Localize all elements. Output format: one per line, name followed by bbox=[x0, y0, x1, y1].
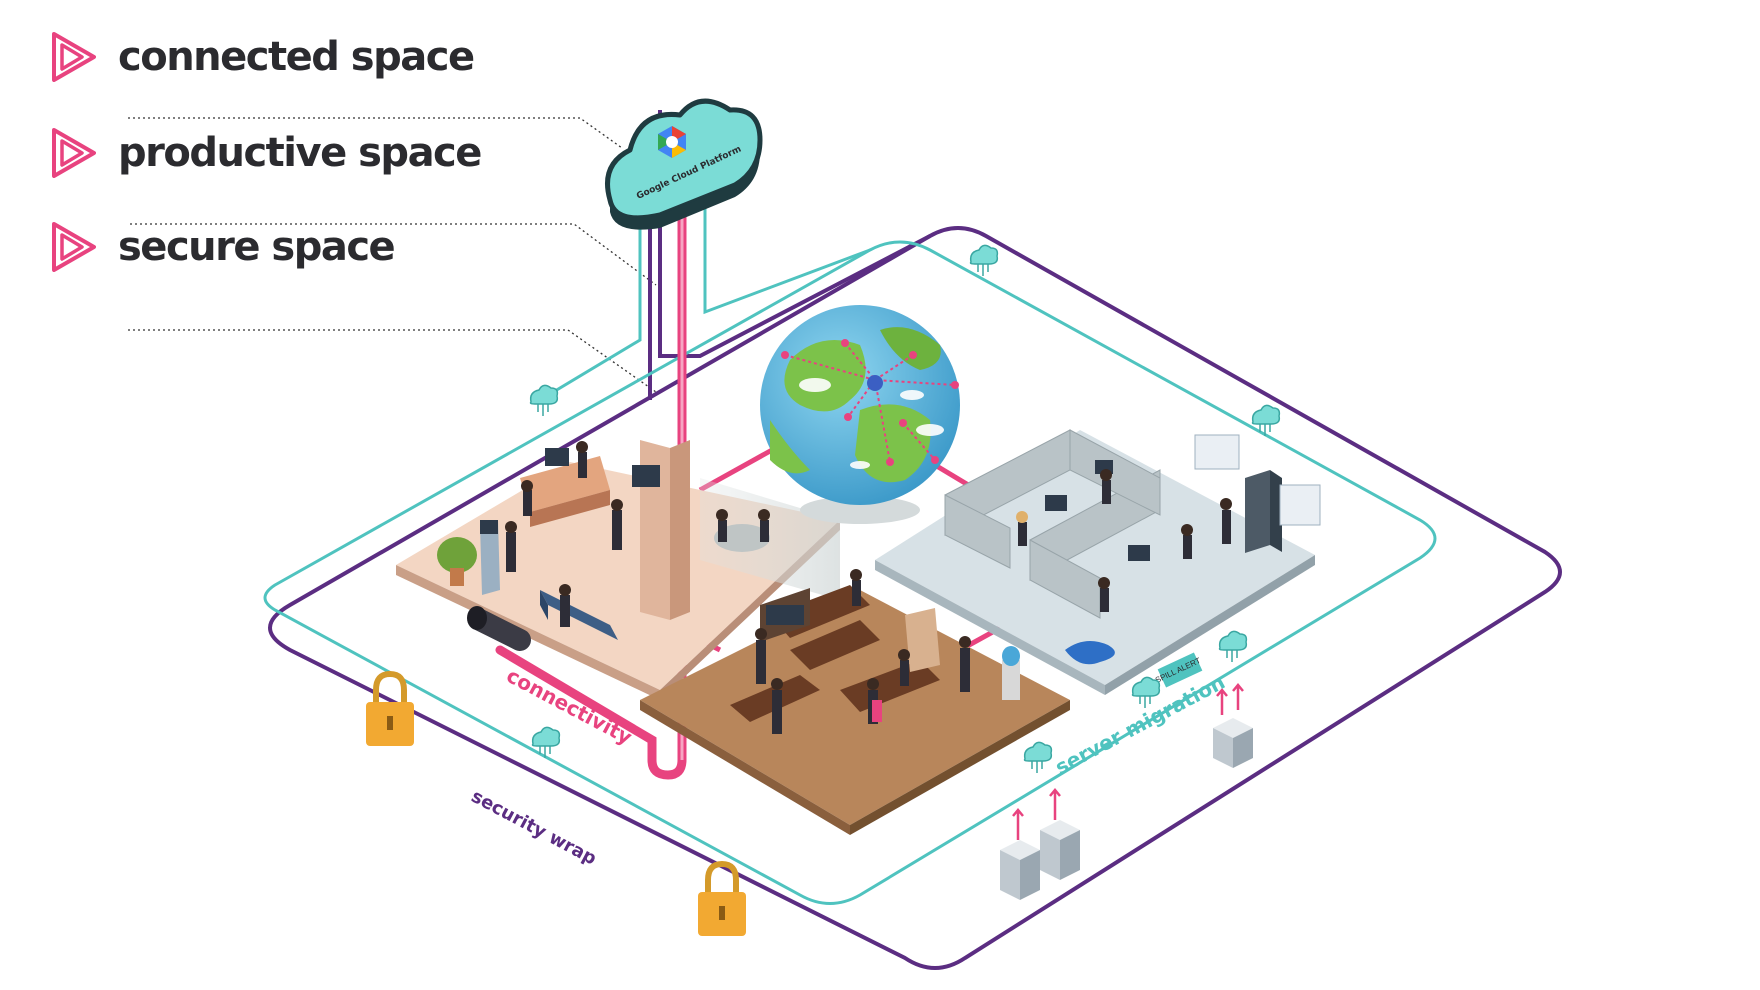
gcp-logo-icon bbox=[658, 126, 686, 158]
feature-connected-space: connected space bbox=[52, 32, 475, 82]
cubicle-office: SPILL ALERT bbox=[875, 429, 1321, 695]
play-triangle-icon bbox=[52, 32, 96, 82]
feature-label: connected space bbox=[118, 34, 475, 80]
cloud-nodes bbox=[529, 244, 1281, 773]
cloud-network-path bbox=[263, 240, 1437, 905]
play-triangle-icon bbox=[52, 128, 96, 178]
google-cloud-cloud: Google Cloud Platform bbox=[605, 98, 763, 230]
reception-room bbox=[396, 440, 840, 700]
security-wrap-label: security wrap bbox=[468, 786, 600, 870]
connectivity-pipe bbox=[495, 135, 687, 780]
feature-productive-space: productive space bbox=[52, 128, 482, 178]
globe bbox=[760, 305, 960, 524]
padlock-icon bbox=[366, 670, 414, 746]
play-triangle-icon bbox=[52, 222, 96, 272]
open-office bbox=[640, 569, 1070, 835]
padlock-icon bbox=[698, 860, 746, 936]
feature-secure-space: secure space bbox=[52, 222, 396, 272]
security-wrap-path bbox=[268, 226, 1562, 970]
feature-label: secure space bbox=[118, 224, 396, 270]
feature-label: productive space bbox=[118, 130, 482, 176]
server-stacks bbox=[1000, 683, 1253, 900]
leader-lines bbox=[128, 117, 657, 393]
